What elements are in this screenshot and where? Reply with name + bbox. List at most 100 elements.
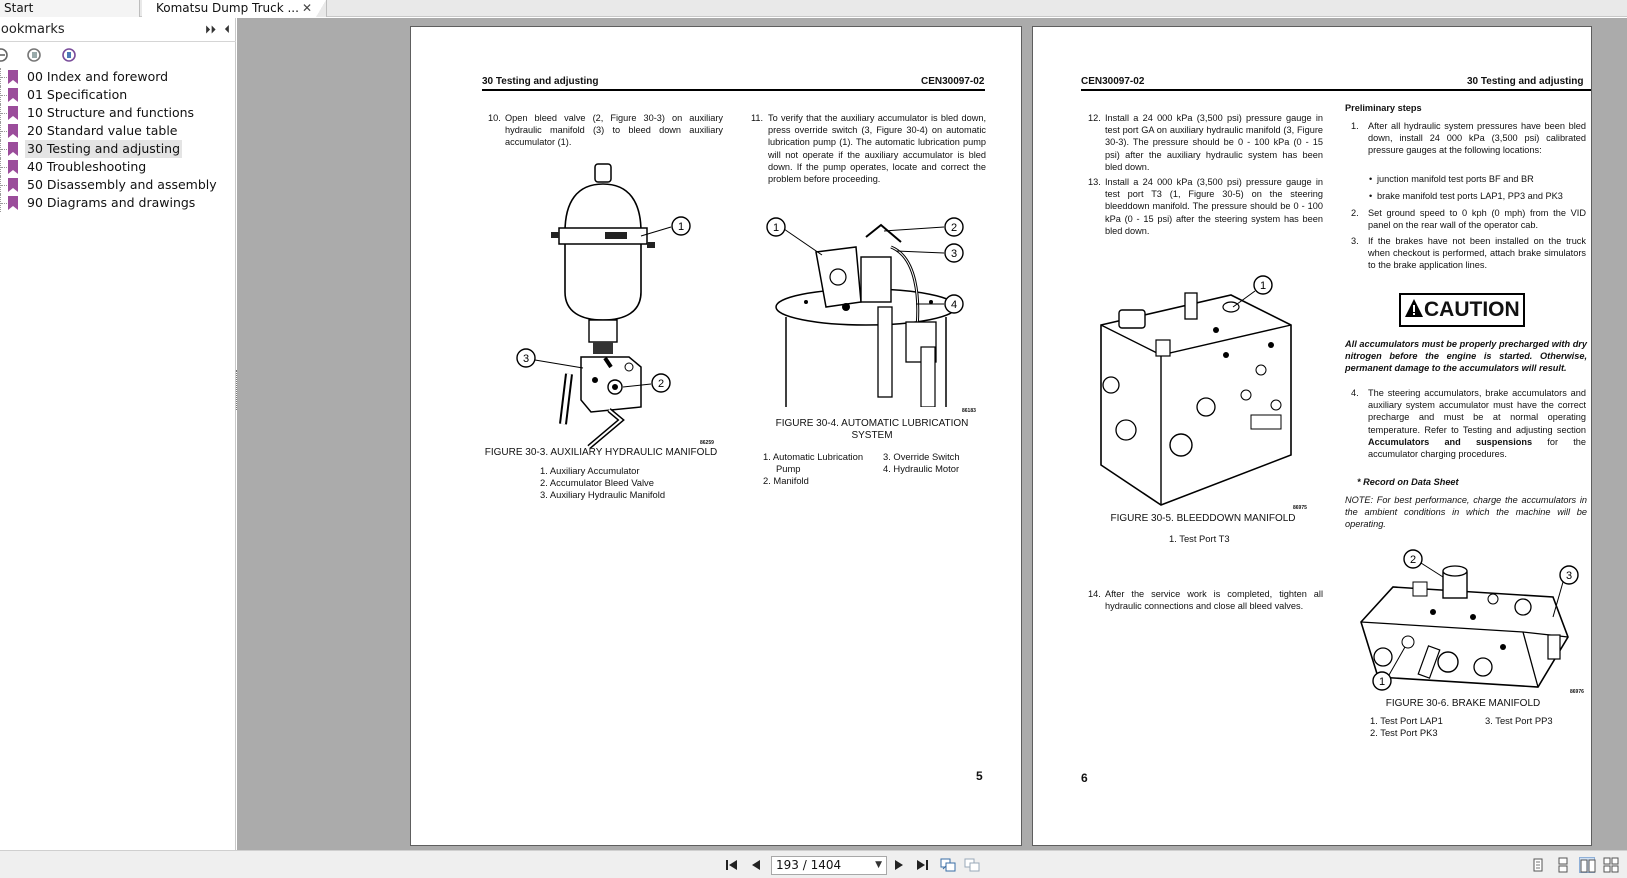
bookmark-label: 30 Testing and adjusting [25, 140, 183, 158]
callout-2: 2 [658, 378, 664, 390]
bookmark-item[interactable]: 20 Standard value table [0, 122, 236, 140]
bullet-icon: • [1369, 174, 1373, 184]
bookmark-label: 90 Diagrams and drawings [27, 195, 196, 210]
tab-start-label: Start [4, 1, 34, 15]
caution-text: All accumulators must be properly precha… [1345, 339, 1587, 374]
step-12: 12. Install a 24 000 kPa (3,500 psi) pre… [1088, 112, 1323, 173]
prelim-step-1: 1. After all hydraulic system pressures … [1351, 120, 1586, 157]
bookmark-item[interactable]: 50 Disassembly and assembly [0, 176, 236, 194]
bookmark-label: 10 Structure and functions [27, 105, 195, 120]
bookmark-label: 20 Standard value table [27, 123, 178, 138]
bookmarks-panel: Bookmarks ⏵⏵ ⏴ 00 Index and foreword 01 … [0, 18, 236, 850]
note-text: NOTE: For best performance, charge the a… [1345, 495, 1587, 530]
two-page-continuous-view-icon[interactable] [1603, 857, 1619, 873]
delete-bookmark-icon[interactable] [0, 46, 10, 64]
step-number: 13. [1088, 177, 1101, 187]
bullet-icon: • [1369, 191, 1373, 201]
tab-document[interactable]: Komatsu Dump Truck ... ✕ [142, 0, 327, 17]
step-number: 3. [1351, 236, 1359, 246]
next-page-icon[interactable] [891, 857, 907, 873]
expand-bookmark-icon[interactable] [26, 46, 44, 64]
next-view-icon[interactable] [964, 857, 980, 873]
tree-line [0, 68, 8, 86]
figure-30-3-legend-2: 2. Accumulator Bleed Valve [540, 477, 654, 488]
tab-start[interactable]: Start [0, 0, 140, 17]
figure-id: 86976 [1570, 689, 1584, 695]
find-bookmark-icon[interactable] [61, 46, 79, 64]
previous-page-icon[interactable] [748, 857, 764, 873]
callout-1: 1 [678, 221, 684, 233]
preliminary-steps-title: Preliminary steps [1345, 103, 1422, 113]
step-text: Open bleed valve (2, Figure 30-3) on aux… [505, 113, 723, 148]
prelim-step-4: 4. The steering accumulators, brake accu… [1351, 387, 1586, 460]
bullet-text: junction manifold test ports BF and BR [1377, 174, 1534, 184]
navigation-bar: 193 / 1404 ▼ [0, 850, 1627, 878]
tree-line [0, 86, 8, 104]
step-10: 10. Open bleed valve (2, Figure 30-3) on… [488, 112, 723, 149]
bookmark-icon [8, 88, 18, 102]
figure-30-6-drawing: 2 3 1 [1360, 549, 1579, 691]
tree-line [0, 176, 8, 194]
prelim-bullet-2: • brake manifold test ports LAP1, PP3 an… [1369, 190, 1587, 202]
bookmark-label: 40 Troubleshooting [27, 159, 147, 174]
figure-30-4-legend-3: 3. Override Switch [883, 451, 960, 462]
bookmark-icon [8, 142, 18, 156]
bookmark-icon [8, 124, 18, 138]
bookmarks-title: Bookmarks [0, 22, 65, 37]
callout-4: 4 [951, 299, 957, 311]
figure-30-4-legend-4: 4. Hydraulic Motor [883, 463, 960, 474]
single-page-view-icon[interactable] [1530, 857, 1546, 873]
dropdown-arrow-icon[interactable]: ▼ [875, 860, 882, 870]
bookmarks-toolbar [0, 44, 236, 66]
two-page-view-icon[interactable] [1579, 857, 1596, 873]
warning-triangle-icon [1405, 299, 1423, 317]
figure-30-6-caption: FIGURE 30-6. BRAKE MANIFOLD [1385, 698, 1541, 709]
bookmark-item-selected[interactable]: 30 Testing and adjusting [0, 140, 236, 158]
page-number: 5 [976, 769, 983, 783]
page-number-select[interactable]: 193 / 1404 ▼ [771, 856, 887, 875]
document-viewer[interactable]: 30 Testing and adjusting CEN30097-02 10.… [237, 18, 1627, 850]
bookmark-item[interactable]: 10 Structure and functions [0, 104, 236, 122]
tree-line [0, 122, 8, 140]
bookmark-item[interactable]: 40 Troubleshooting [0, 158, 236, 176]
page-header-left: CEN30097-02 [1081, 76, 1145, 87]
figure-30-4-drawing: 1 2 3 4 [766, 217, 964, 407]
callout-1: 1 [773, 222, 779, 234]
bookmark-item[interactable]: 00 Index and foreword [0, 68, 236, 86]
figure-id: 86183 [962, 408, 976, 414]
step-number: 4. [1351, 388, 1359, 398]
collapse-panel-icon[interactable]: ⏴ [224, 23, 231, 36]
figure-30-3-drawing: 1 2 3 [516, 163, 691, 449]
step-number: 1. [1351, 121, 1359, 131]
expand-panel-icon[interactable]: ⏵⏵ [205, 23, 216, 36]
previous-view-icon[interactable] [940, 857, 956, 873]
panel-splitter[interactable] [236, 370, 238, 410]
callout-3: 3 [951, 248, 957, 260]
record-note: * Record on Data Sheet [1357, 477, 1459, 487]
page-header-left: 30 Testing and adjusting [482, 76, 599, 87]
last-page-icon[interactable] [914, 857, 930, 873]
bookmark-item[interactable]: 90 Diagrams and drawings [0, 194, 236, 212]
figure-30-4-caption: FIGURE 30-4. AUTOMATIC LUBRICATION SYSTE… [775, 418, 969, 441]
step-text: If the brakes have not been installed on… [1368, 236, 1586, 271]
page-number-value: 193 / 1404 [776, 858, 842, 872]
step-text: Set ground speed to 0 kph (0 mph) from t… [1368, 208, 1586, 231]
step-text: Install a 24 000 kPa (3,500 psi) pressur… [1105, 113, 1323, 172]
step-text: After all hydraulic system pressures hav… [1368, 121, 1586, 156]
figure-30-6-legend-3: 3. Test Port PP3 [1485, 715, 1553, 726]
bookmark-item[interactable]: 01 Specification [0, 86, 236, 104]
bookmark-icon [8, 178, 18, 192]
close-icon[interactable]: ✕ [301, 1, 312, 15]
prelim-step-3: 3. If the brakes have not been installed… [1351, 235, 1586, 272]
figure-30-5-drawing: 1 [1100, 275, 1292, 506]
figure-30-3-legend-3: 3. Auxiliary Hydraulic Manifold [540, 489, 666, 500]
first-page-icon[interactable] [724, 857, 740, 873]
step-text: Install a 24 000 kPa (3,500 psi) pressur… [1105, 177, 1323, 236]
tree-line [0, 158, 8, 176]
callout-1: 1 [1260, 280, 1266, 292]
page-header-right: CEN30097-02 [921, 76, 985, 87]
figure-30-3-caption: FIGURE 30-3. AUXILIARY HYDRAULIC MANIFOL… [484, 447, 718, 458]
bookmarks-header: Bookmarks ⏵⏵ ⏴ [0, 18, 236, 42]
continuous-view-icon[interactable] [1555, 857, 1571, 873]
step-text: The steering accumulators, brake accumul… [1368, 388, 1586, 435]
